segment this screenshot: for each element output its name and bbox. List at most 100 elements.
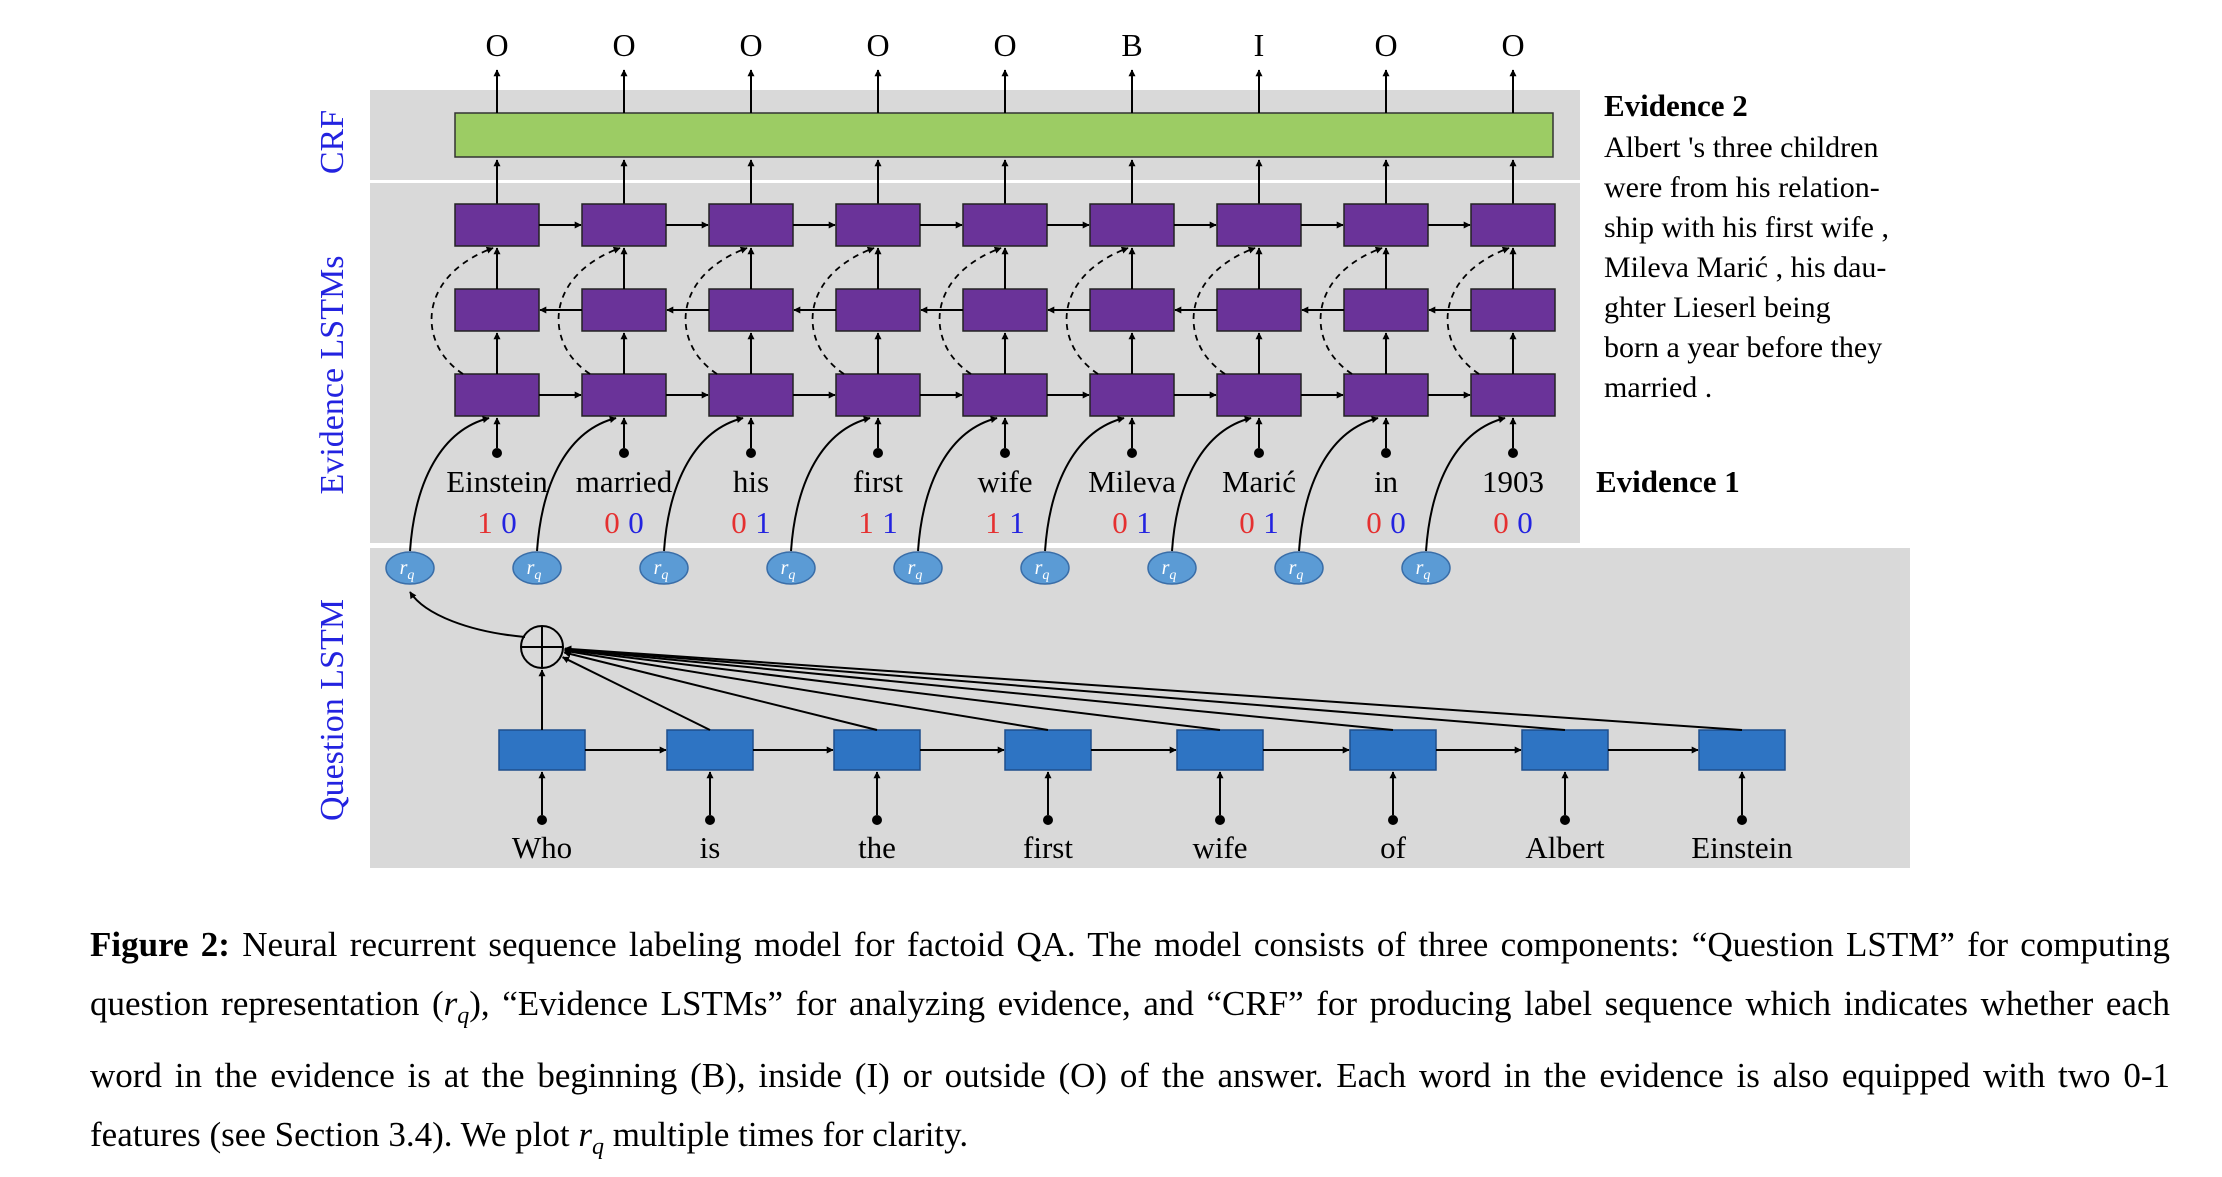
evidence-lstm-cell [708,203,794,247]
evidence-lstm-cell [835,203,921,247]
evidence-word: married [576,464,673,499]
question-input-dot [1215,815,1225,825]
question-to-sum-arrow [563,650,878,731]
evidence-2-line: ship with his first wife , [1604,211,1889,244]
rq-label: rq [527,557,542,583]
evidence-lstm-cell [1343,288,1429,332]
rq-to-lstm-arrow [1171,416,1252,552]
evidence-lstm-cell [835,373,921,417]
question-to-sum-arrow [564,647,1221,731]
rq-to-lstm-arrow [536,416,617,552]
question-lstm-cell [666,729,754,771]
output-label: I [1254,27,1265,63]
caption-rq-1: r [443,984,458,1023]
evidence-lstm-cell [962,373,1048,417]
rq-node: rq [1020,551,1070,585]
evidence-2-line: born a year before they [1604,331,1882,364]
evidence-lstm-cell [1470,288,1556,332]
caption-text-2: ), “Evidence LSTMs” for analyzing eviden… [90,984,2170,1154]
rq-label: rq [781,557,796,583]
crf-layer [454,112,1554,158]
evidence-lstm-cell [962,203,1048,247]
output-label: O [1374,27,1397,63]
evidence-word: first [853,464,903,499]
evidence-lstm-cell [1089,373,1175,417]
question-input-dot [1560,815,1570,825]
output-label: B [1121,27,1142,63]
question-input-dot [1388,815,1398,825]
rq-label: rq [908,557,923,583]
rq-to-lstm-arrow [1298,416,1379,552]
evidence-word: Einstein [446,464,548,499]
feature-1: 1 [985,505,1001,540]
evidence-word: in [1374,464,1399,499]
caption-figure-label: Figure 2: [90,925,230,964]
rq-node: rq [766,551,816,585]
feature-2: 1 [755,505,771,540]
question-input-dot [872,815,882,825]
evidence-lstms-section-label: Evidence LSTMs [314,256,351,495]
evidence-lstm-cell [581,288,667,332]
rq-label: rq [1162,557,1177,583]
word-input-dot [619,448,629,458]
evidence-lstm-cell [1216,373,1302,417]
evidence-word: Mileva [1088,464,1176,499]
evidence-2-title: Evidence 2 [1604,88,1748,123]
evidence-lstm-cell [1470,203,1556,247]
rq-node: rq [1274,551,1324,585]
rq-to-lstm-arrow [790,416,871,552]
rq-node: rq [1147,551,1197,585]
rq-to-lstm-arrow [917,416,998,552]
evidence-lstm-cell [1216,203,1302,247]
evidence-lstm-cell [454,288,540,332]
question-word: wife [1192,830,1247,865]
word-input-dot [1254,448,1264,458]
feature-2: 1 [882,505,898,540]
evidence-lstm-cell [1216,288,1302,332]
feature-2: 0 [628,505,644,540]
evidence-lstm-cell [708,373,794,417]
evidence-lstm-cell [1343,203,1429,247]
feature-1: 1 [858,505,874,540]
question-lstm-cell [1176,729,1264,771]
question-to-sum-arrow [561,656,711,731]
question-to-sum-arrow [564,645,1743,731]
rq-to-lstm-arrow [1425,416,1506,552]
question-lstm-cell [1349,729,1437,771]
rq-to-lstm-arrow [1044,416,1125,552]
question-word: first [1023,830,1073,865]
question-panel [370,548,1910,868]
question-input-dot [1737,815,1747,825]
crf-section-label: CRF [314,110,351,174]
question-input-dot [537,815,547,825]
question-to-sum-arrow [564,648,1049,731]
feature-1: 0 [1112,505,1128,540]
evidence-lstm-cell [454,203,540,247]
caption-text-1: Neural recurrent sequence labeling model… [90,925,2170,1023]
caption-text-3: multiple times for clarity. [603,1115,969,1154]
rq-label: rq [654,557,669,583]
feature-2: 1 [1136,505,1152,540]
feature-2: 0 [1390,505,1406,540]
output-label: O [739,27,762,63]
caption-rq-2-sub: q [591,1134,604,1160]
rq-node: rq [1401,551,1451,585]
sum-node [520,625,564,669]
caption-rq-2: r [578,1115,592,1154]
evidence-2-line: Albert 's three children [1604,131,1878,164]
feature-1: 0 [604,505,620,540]
question-lstm-cell [833,729,921,771]
evidence-lstm-cell [708,288,794,332]
output-label: O [993,27,1016,63]
evidence-lstm-cell [962,288,1048,332]
question-input-dot [705,815,715,825]
evidence-lstm-cell [1089,288,1175,332]
rq-to-lstm-arrow [409,416,490,552]
question-word: Einstein [1691,830,1793,865]
figure-caption: Figure 2: Neural recurrent sequence labe… [90,915,2170,1177]
word-input-dot [1127,448,1137,458]
evidence-2-line: married . [1604,371,1712,404]
rq-node: rq [512,551,562,585]
question-word: of [1380,830,1407,865]
